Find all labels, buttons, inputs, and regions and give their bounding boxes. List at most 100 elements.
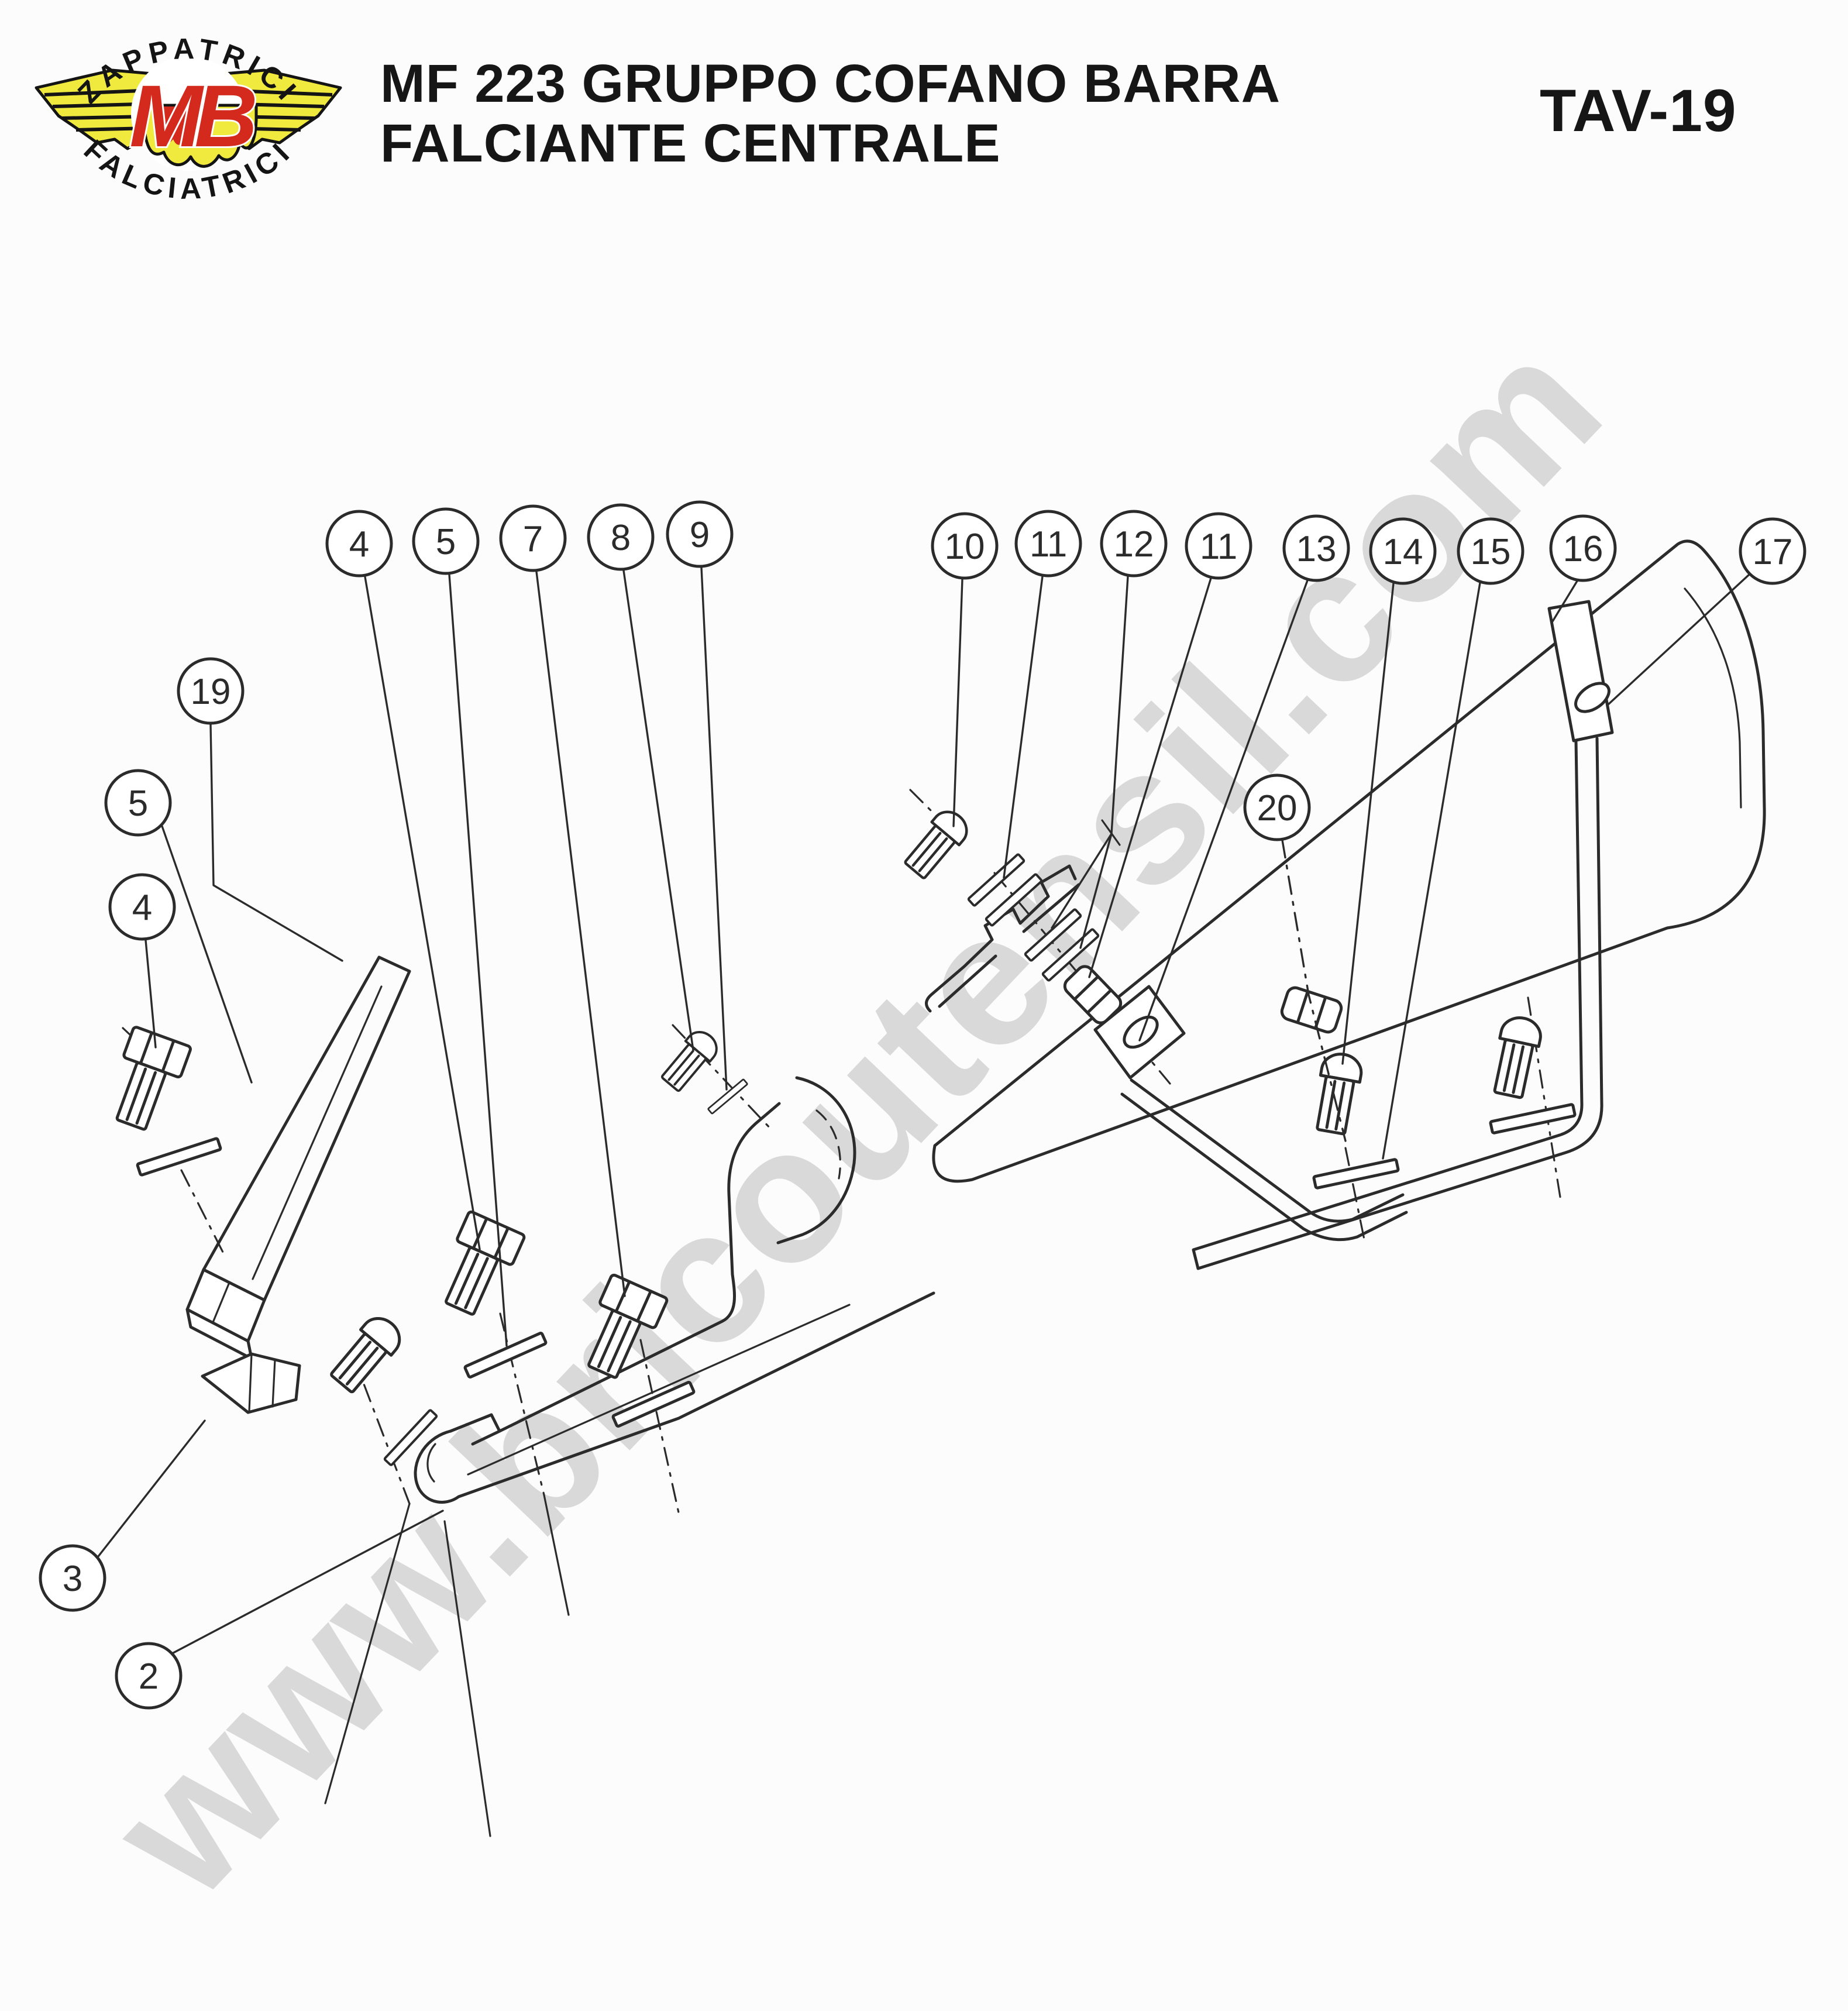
leader-line	[1003, 575, 1044, 879]
callout-number-5: 5	[436, 522, 456, 562]
callout-circle-5	[412, 507, 480, 575]
callout-circle-4	[108, 873, 176, 941]
leader-line	[535, 570, 626, 1297]
shoe-top-edge	[449, 1102, 781, 1446]
axis-line	[1527, 996, 1562, 1202]
header: ZAPPATRICI FALCIATRICI MB MF 223 GRUPPO …	[36, 32, 1737, 205]
hex-bolt-center-1	[432, 1211, 525, 1321]
callout-number-3: 3	[63, 1559, 82, 1599]
callout-number-4: 4	[349, 524, 369, 565]
callout-circle-5	[104, 769, 172, 837]
leader-line	[209, 723, 343, 962]
leader-line	[700, 566, 728, 1091]
callout-circle-20	[1243, 774, 1311, 841]
callout-circle-13	[1282, 514, 1350, 582]
blade-bar-inner-line	[252, 985, 383, 1280]
callout-circle-4	[325, 510, 393, 577]
callout-number-19: 19	[191, 672, 231, 712]
leader-line	[1606, 573, 1750, 706]
leader-line	[622, 569, 694, 1051]
hex-bolt-left	[102, 1026, 191, 1135]
callout-circle-12	[1100, 510, 1168, 577]
callout-circle-2	[115, 1642, 183, 1710]
shoe-bottom-outline	[414, 1291, 935, 1504]
callout-number-20: 20	[1257, 788, 1298, 829]
leader-line	[161, 825, 253, 1084]
leader-line	[172, 1510, 444, 1654]
axis-line	[180, 1169, 225, 1254]
axis-line	[499, 1312, 545, 1496]
logo-flame-red	[157, 106, 197, 145]
support-rod	[1192, 737, 1603, 1270]
leader-line	[97, 1419, 206, 1558]
callout-number-4: 4	[132, 888, 152, 928]
leader-line	[1341, 582, 1395, 1065]
strap-slot	[1574, 682, 1610, 713]
plate-number: TAV-19	[1540, 77, 1737, 144]
callout-circle-7	[499, 504, 567, 572]
shoe-front-curve-hidden	[815, 1109, 841, 1180]
shoe-front-curve	[776, 1076, 856, 1245]
mb-logo: ZAPPATRICI FALCIATRICI MB	[36, 32, 340, 205]
callout-number-14: 14	[1383, 532, 1423, 572]
left-assembly	[102, 955, 935, 1504]
shoe-inner-lines	[426, 1304, 851, 1483]
washer-right-2	[1490, 1104, 1575, 1133]
extension-lines-layer	[324, 819, 1121, 1837]
callout-number-13: 13	[1296, 529, 1337, 569]
mount-plate-slot	[1123, 1015, 1159, 1049]
blade-bar	[202, 955, 411, 1302]
leader-line	[448, 573, 508, 1347]
callout-number-10: 10	[945, 527, 985, 567]
leader-line	[144, 939, 157, 1049]
callout-number-16: 16	[1563, 529, 1603, 569]
axis-line	[122, 1027, 152, 1056]
blade-bar-end-block	[185, 1268, 266, 1360]
extension-line	[324, 1503, 411, 1804]
callouts-layer: 4 5 7 8 9 19 5 4 3 2 10 11 12 11 13 14 15 16 17 20	[39, 500, 1806, 1710]
right-assembly	[900, 539, 1766, 1270]
extension-line	[543, 1494, 570, 1616]
callout-circle-10	[931, 512, 999, 580]
leader-line	[952, 578, 963, 827]
wedge-facets	[248, 1353, 276, 1412]
bolt-14	[1311, 1051, 1364, 1135]
leader-line	[1382, 582, 1481, 1160]
axis-line	[909, 789, 941, 820]
callout-circle-15	[1457, 517, 1524, 585]
callout-circle-17	[1739, 517, 1806, 585]
blade-bar-end-facet	[212, 1281, 230, 1324]
callout-circle-8	[587, 503, 655, 571]
callout-circle-16	[1549, 514, 1617, 582]
callout-number-8: 8	[611, 518, 631, 558]
sheet-title-line1: MF 223 GRUPPO COFANO BARRA	[380, 54, 1281, 114]
bolt-right-2	[1489, 1014, 1544, 1099]
leader-line	[1551, 580, 1578, 623]
callout-number-9: 9	[690, 515, 710, 555]
callout-number-17: 17	[1753, 532, 1793, 572]
sheet-title-line2: FALCIANTE CENTRALE	[380, 114, 1001, 173]
callout-number-2: 2	[139, 1656, 159, 1697]
leader-line	[364, 576, 481, 1250]
panel-outline	[932, 539, 1766, 1183]
callout-number-12: 12	[1114, 524, 1154, 565]
serrated-wall-edge	[925, 864, 1080, 1013]
washer-left	[137, 1138, 221, 1175]
leader-line	[1138, 579, 1309, 1041]
callout-circle-11	[1014, 510, 1082, 577]
leader-branch-line	[1079, 833, 1113, 949]
panel-edge-inner	[1684, 587, 1742, 809]
leader-line	[1088, 577, 1212, 978]
washer-14	[1313, 1159, 1398, 1188]
callout-number-11: 11	[1030, 524, 1067, 565]
callout-number-7: 7	[523, 519, 543, 559]
logo-monogram: MB	[129, 67, 254, 165]
callout-number-15: 15	[1471, 532, 1511, 572]
nut-20	[1280, 986, 1344, 1034]
callout-number-11: 11	[1200, 527, 1237, 567]
callout-number-5: 5	[128, 783, 148, 824]
callout-circle-11	[1185, 512, 1252, 580]
top-strap	[1547, 600, 1614, 742]
callout-circle-3	[39, 1544, 106, 1612]
